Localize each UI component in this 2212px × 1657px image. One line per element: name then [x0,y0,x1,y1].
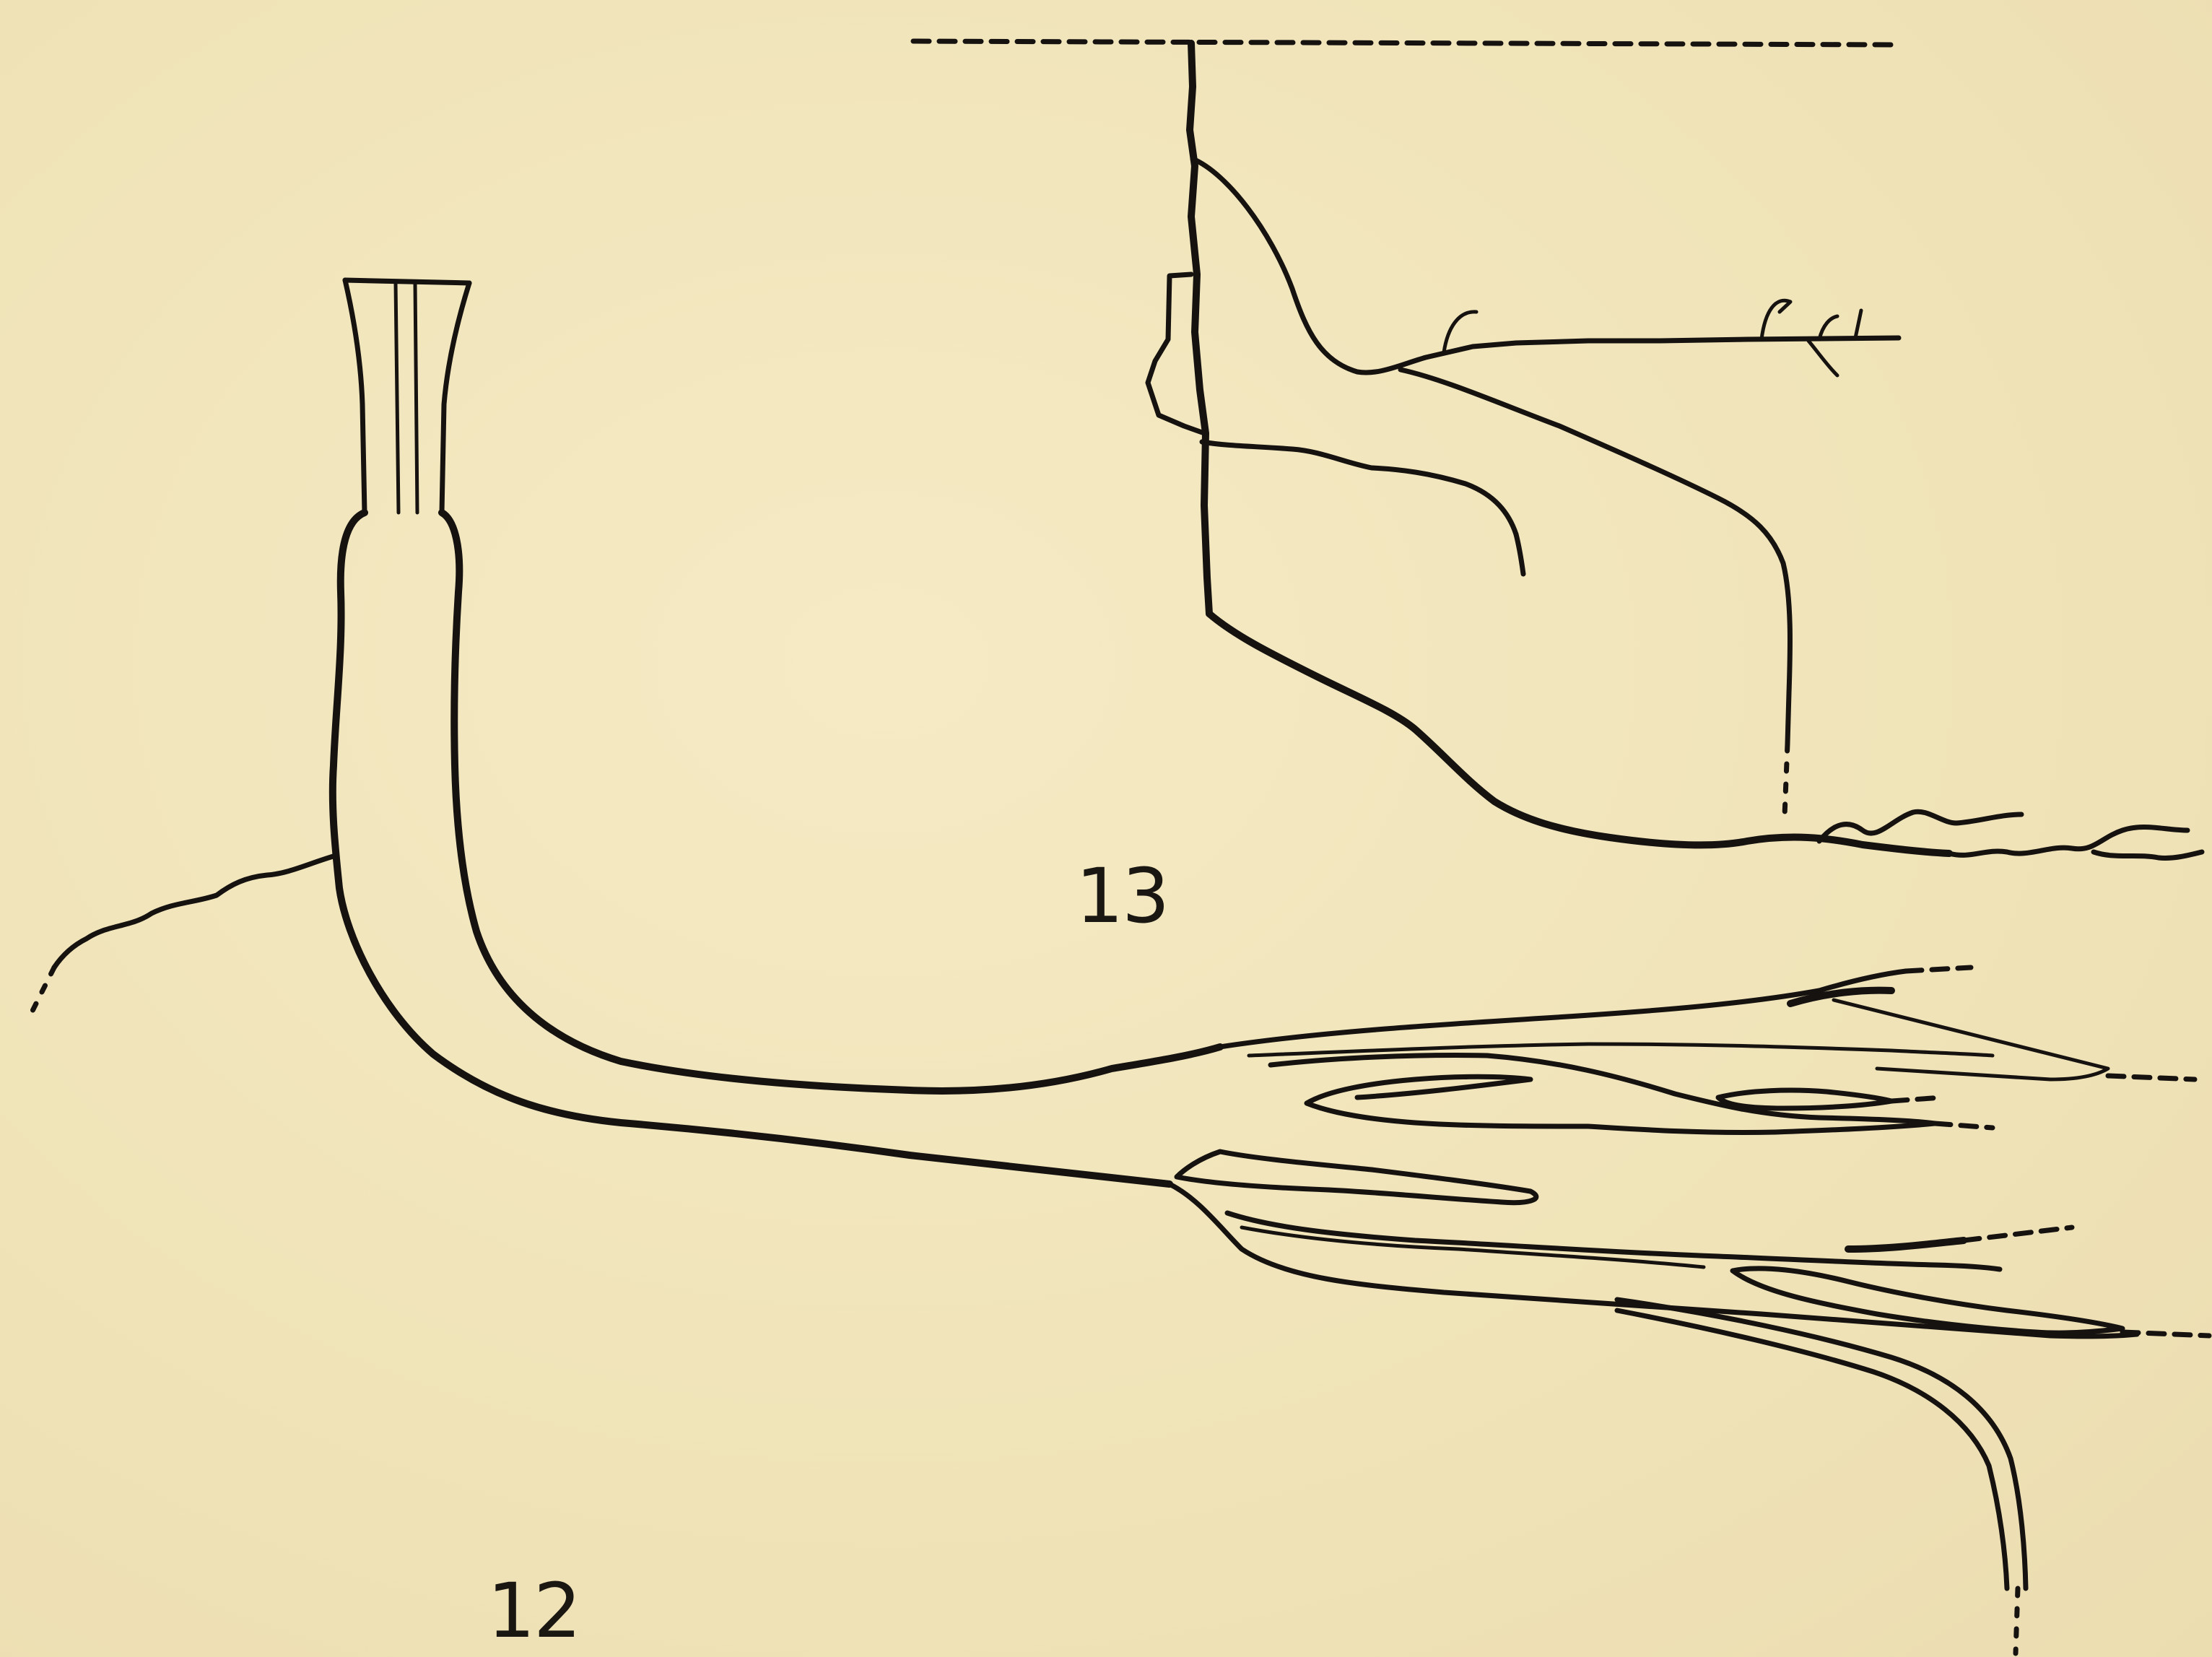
figure-12-branch-third-loop [1177,1152,1536,1203]
figure-12-branch-lower-faint-tip [1964,1227,2072,1240]
figure-12-branch-bottom-loop [1733,1269,2122,1333]
figure-13-main-stem [1190,43,1209,614]
figure-12-branch-inner-loop [1718,1090,1891,1108]
figure-12-branch-lower-tip [1848,1240,1964,1249]
figure-13-upper-twig-5 [1855,310,1861,338]
figure-12-left-rootlet [54,856,336,967]
figure-13-dashed-surface-line [913,41,1895,45]
figure-13-label: 13 [1076,852,1168,940]
figure-12-tube-rim [345,280,469,283]
figure-12-branch-top-lower-edge [1249,1044,1993,1056]
figure-12-body-inner-wall [442,513,1220,1091]
figure-13-upper-twig-4 [1819,316,1837,339]
figure-13-short-branch-end [1516,534,1523,574]
figure-13-upper-twig-2 [1762,300,1790,339]
figure-13-drawing [913,41,2202,858]
figure-12-descending-root-faint-end [2016,1588,2018,1653]
figure-13-upper-twig-3 [1808,341,1837,375]
figure-12-branch-top-faint-tip [1906,967,1971,971]
figure-12-branch-top-return [1834,1000,2108,1079]
figure-13-middle-branch [1401,370,1790,744]
figure-12-branch-inner-loop-faint-tip [1891,1097,1942,1101]
figure-12-branch-mid-faint-tip [1935,1123,1993,1128]
figure-12-descending-root-inner [1617,1310,2007,1588]
figure-12-left-rootlet-faint-end [29,967,54,1018]
figure-12-tube-right-wall [442,283,469,513]
figure-12-branch-lower-outer [1170,1184,2137,1336]
figure-12-branch-lower-mid [1242,1227,1704,1267]
figure-12-tube-inner-line-2 [415,283,417,513]
figure-13-wavy-rootlet-2 [1949,827,2187,856]
figure-13-middle-branch-faint-end [1785,744,1788,816]
figure-12-branch-bottom-faint-tip [2122,1332,2209,1336]
figure-12-branch-top-upper [1220,971,1906,1047]
figure-12-tube-inner-line-1 [396,283,399,513]
figure-12-drawing [29,280,2209,1653]
figure-12-descending-root-outer [1617,1300,2026,1588]
figure-12-branch-second-faint-tip [2108,1076,2195,1079]
figure-13-wavy-rootlet-3 [2094,852,2202,858]
figure-13-lower-branch [1209,614,1949,853]
figure-13-wavy-rootlet-1 [1819,812,2021,841]
figure-12-label: 12 [487,1567,580,1655]
figure-12-tube-left-wall [345,280,365,513]
figure-13-short-branch [1202,442,1516,534]
figure-13-upper-branch [1193,159,1899,373]
